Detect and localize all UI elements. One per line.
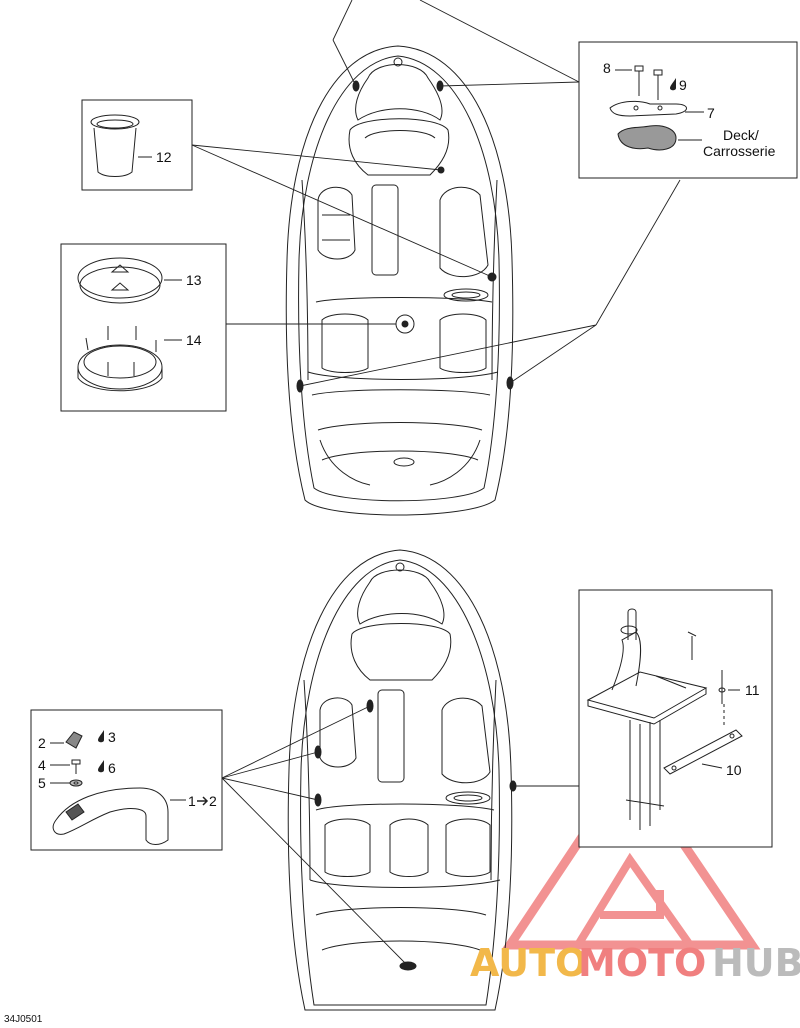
screw-part: [687, 631, 697, 660]
callout-13: 13: [186, 272, 202, 288]
throttle-lever-part: [586, 608, 708, 830]
inset-grab-handle: 2 3 4 6 5 1 2: [30, 709, 223, 851]
watermark-logo: [501, 756, 761, 950]
callout-12: 12: [156, 149, 172, 165]
pin-part: [718, 670, 726, 704]
screws-part: [85, 326, 157, 376]
deck-section-part: [617, 125, 677, 151]
leader-lines-upper: [191, 0, 681, 387]
inset-access-hatch: 13 14: [60, 243, 227, 412]
boat-top-view-lower: [287, 549, 517, 1011]
drop-icon: [98, 760, 104, 773]
deck-label-line2: Carrosserie: [703, 143, 776, 159]
callout-10: 10: [726, 762, 742, 778]
callout-4: 4: [38, 757, 46, 773]
callout-11: 11: [745, 682, 760, 698]
inset-cleat: 8 9 7 Deck/ Carrosserie: [578, 41, 798, 179]
hatch-ring-part: [77, 344, 163, 392]
washer-part: [69, 779, 83, 787]
bolt-part: [634, 65, 663, 100]
bracket-part: [663, 729, 743, 775]
callout-8: 8: [603, 60, 611, 76]
diagram-code: 34J0501: [4, 1014, 43, 1025]
hatch-cover-part: [77, 257, 163, 304]
grab-handle-part: [52, 787, 169, 845]
deck-label-line1: Deck/: [723, 127, 759, 143]
boat-top-view-upper: [285, 45, 514, 516]
watermark-auto: AUTO: [470, 941, 587, 985]
cleat-part: [609, 100, 687, 117]
callout-6: 6: [108, 760, 116, 776]
watermark-hub: HUB: [712, 941, 800, 985]
callout-1: 1: [188, 793, 196, 809]
callout-7: 7: [707, 105, 715, 121]
callout-3: 3: [108, 729, 116, 745]
watermark-moto: MOTO: [578, 941, 706, 985]
drop-icon: [670, 78, 676, 91]
inset-cup-holder: 12: [81, 99, 193, 191]
callout-2: 2: [38, 735, 46, 751]
callout-5: 5: [38, 775, 46, 791]
arrow-right-icon: [197, 796, 209, 806]
drop-icon: [98, 730, 104, 743]
watermark-text: AUTO MOTO HUB: [470, 941, 800, 985]
screw-part: [71, 759, 81, 774]
callout-9: 9: [679, 77, 687, 93]
cup-holder-part: [90, 114, 140, 177]
inset-throttle-control: 11 10: [578, 589, 773, 848]
cap-part: [65, 731, 83, 749]
leader-lines-lower: [221, 705, 579, 967]
callout-1-to-2: 2: [209, 793, 217, 809]
callout-14: 14: [186, 332, 202, 348]
